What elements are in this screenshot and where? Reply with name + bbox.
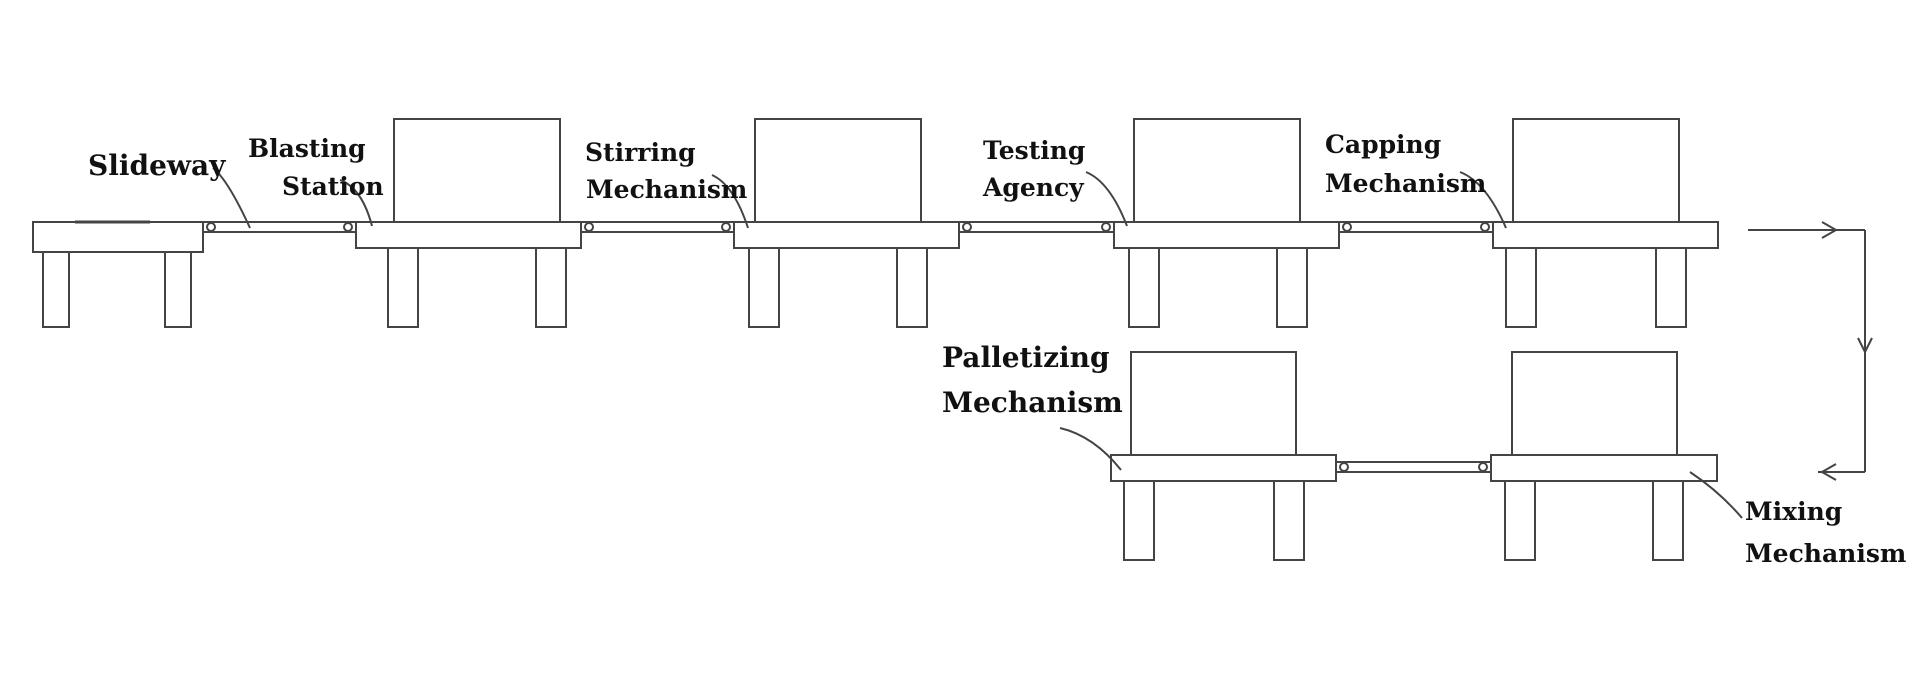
flow-arrow bbox=[1748, 221, 1873, 481]
blasting-station-leader bbox=[339, 179, 373, 227]
palletizing-mechanism-leader bbox=[1059, 427, 1122, 471]
labels: Slideway Blasting Station Stirring Mecha… bbox=[88, 130, 1906, 568]
capping-mechanism-unit bbox=[1492, 118, 1719, 328]
blasting-station-label: Blasting Station bbox=[248, 134, 384, 201]
mixing-mechanism-unit bbox=[1490, 351, 1718, 561]
capping-mechanism-label: Capping Mechanism bbox=[1325, 130, 1486, 198]
slideway-table bbox=[32, 220, 204, 328]
testing-agency-leader bbox=[1085, 171, 1128, 227]
slideway-leader bbox=[212, 167, 251, 229]
slideway-label: Slideway bbox=[88, 149, 226, 182]
mixing-mechanism-leader bbox=[1689, 471, 1743, 519]
blasting-station-unit bbox=[355, 118, 582, 328]
palletizing-mechanism-unit bbox=[1110, 351, 1337, 561]
conveyor-link bbox=[1338, 221, 1494, 233]
conveyor-link bbox=[958, 221, 1115, 233]
palletizing-mechanism-label: Palletizing Mechanism bbox=[942, 341, 1123, 419]
conveyor-link bbox=[580, 221, 735, 233]
conveyor-link bbox=[202, 221, 357, 233]
testing-agency-label: Testing Agency bbox=[982, 136, 1094, 202]
stirring-mechanism-label: Stirring Mechanism bbox=[585, 138, 747, 204]
conveyor-link bbox=[1335, 461, 1492, 473]
capping-mechanism-leader bbox=[1459, 171, 1507, 229]
mixing-mechanism-label: Mixing Mechanism bbox=[1745, 497, 1906, 568]
stirring-mechanism-unit bbox=[733, 118, 960, 328]
stirring-mechanism-leader bbox=[711, 174, 749, 229]
testing-agency-unit bbox=[1113, 118, 1340, 328]
